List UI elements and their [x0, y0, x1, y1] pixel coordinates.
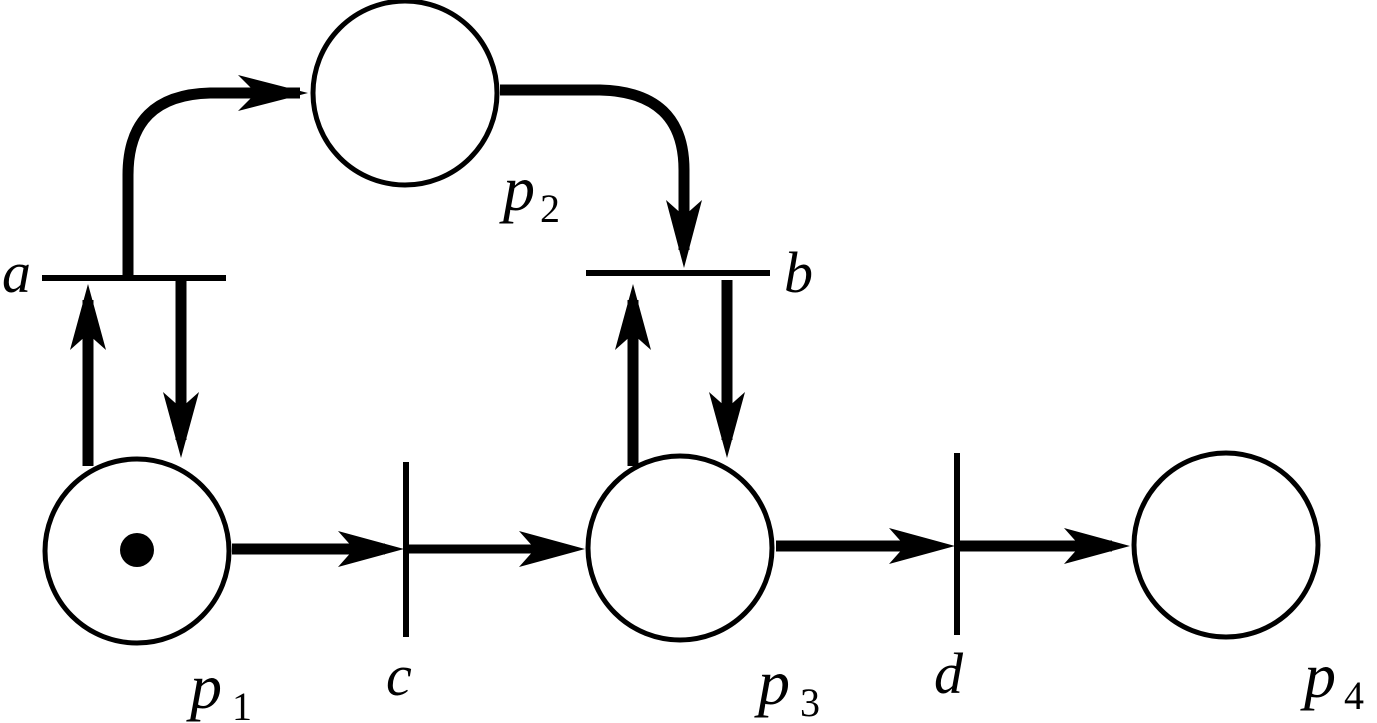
place-label-p3: p 3: [754, 647, 820, 723]
transition-label-a: a: [2, 240, 31, 305]
arc-p2-to-b: [500, 84, 690, 250]
transition-label-d: d: [934, 641, 964, 706]
token: [120, 533, 154, 567]
arrowhead: [709, 392, 745, 458]
place-label-p4: p 4: [1300, 640, 1364, 718]
arc-a-to-p2: [122, 87, 300, 278]
svg-text:p: p: [499, 153, 535, 224]
svg-text:p: p: [754, 647, 790, 718]
place-p2: [310, 0, 500, 188]
place-p4: [1131, 450, 1321, 640]
arrowhead: [519, 531, 585, 567]
place-label-p1: p 1: [186, 651, 252, 723]
arrowhead: [666, 200, 702, 268]
arrowhead: [1064, 528, 1130, 564]
arrowhead: [70, 284, 106, 350]
svg-text:4: 4: [1344, 673, 1364, 718]
svg-text:3: 3: [800, 680, 820, 723]
place-label-p2: p 2: [499, 153, 560, 231]
svg-text:2: 2: [540, 186, 560, 231]
place-p3: [585, 453, 775, 643]
svg-text:1: 1: [232, 684, 252, 723]
arrowhead: [163, 392, 199, 458]
transition-label-c: c: [386, 643, 412, 708]
svg-text:p: p: [186, 651, 222, 722]
arrowhead: [615, 284, 651, 350]
svg-text:p: p: [1300, 640, 1336, 711]
arrowhead: [889, 528, 955, 564]
arrowhead: [238, 75, 308, 111]
arrowhead: [338, 531, 404, 567]
transition-label-b: b: [784, 240, 813, 305]
